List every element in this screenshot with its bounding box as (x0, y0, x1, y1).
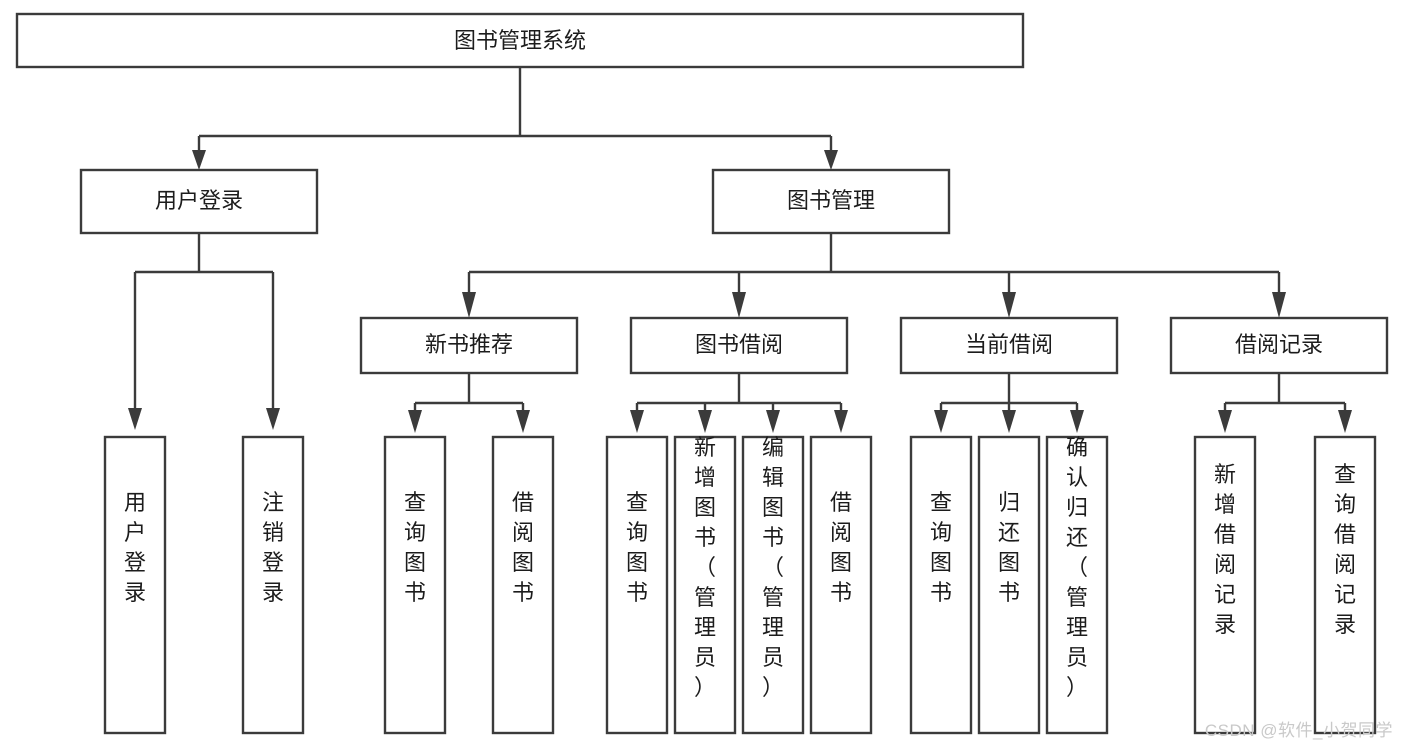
leaf-query-book-borrow-box[interactable] (605, 435, 669, 735)
leaf-confirm-return-label: 确认归还（管理员） (1066, 435, 1088, 700)
arrow-to-leaf-query-record (1338, 410, 1352, 433)
arrow-to-leaf-confirm-return (1070, 410, 1084, 433)
node-user-login[interactable]: 用户登录 (79, 168, 319, 235)
leaf-query-book-new-box[interactable] (383, 435, 447, 735)
leaf-borrow-book-new[interactable]: 借阅图书 (491, 435, 555, 735)
node-current-borrow-label: 当前借阅 (965, 332, 1053, 357)
connector-borrow-record-to-leaves (1223, 373, 1347, 412)
node-borrow-record-box[interactable] (1169, 316, 1389, 375)
connector-group (128, 67, 1352, 433)
arrow-to-leaf-borrow-book-1 (516, 410, 530, 433)
connector-current-borrow-to-leaves (939, 373, 1079, 412)
node-book-management-label: 图书管理 (787, 188, 875, 213)
connector-new-book-to-leaves (413, 373, 525, 412)
leaf-logout-label: 注销登录 (262, 490, 284, 605)
leaf-borrow-book-label: 借阅图书 (830, 490, 852, 605)
node-root-label: 图书管理系统 (454, 28, 586, 53)
leaf-query-book-borrow[interactable]: 查询图书 (605, 435, 669, 735)
arrow-to-leaf-edit-book (766, 410, 780, 433)
leaf-borrow-book-new-label: 借阅图书 (512, 490, 534, 605)
leaf-add-book-box[interactable] (673, 435, 737, 735)
leaf-confirm-return-box[interactable] (1045, 435, 1109, 735)
leaf-query-borrow-record-box[interactable] (1313, 435, 1377, 735)
arrow-to-current-borrow (1002, 292, 1016, 318)
node-book-borrow-box[interactable] (629, 316, 849, 375)
connector-book-mgmt-to-level3 (467, 233, 1281, 292)
arrow-to-leaf-add-record (1218, 410, 1232, 433)
connector-root-to-level2 (197, 67, 833, 158)
node-current-borrow[interactable]: 当前借阅 (899, 316, 1119, 375)
leaf-query-book-new-label: 查询图书 (404, 490, 426, 605)
leaf-query-borrow-record[interactable]: 查询借阅记录 (1313, 435, 1377, 735)
node-current-borrow-box[interactable] (899, 316, 1119, 375)
leaf-edit-book[interactable]: 编辑图书（管理员） (741, 435, 805, 735)
arrow-to-leaf-user-login (128, 408, 142, 430)
leaf-edit-book-label: 编辑图书（管理员） (762, 435, 784, 700)
node-book-management[interactable]: 图书管理 (711, 168, 951, 235)
leaf-user-login-box[interactable] (103, 435, 167, 735)
leaf-user-login-label: 用户登录 (124, 490, 146, 605)
arrow-to-book-mgmt (824, 150, 838, 170)
leaf-add-book[interactable]: 新增图书（管理员） (673, 435, 737, 735)
leaf-add-borrow-record-box[interactable] (1193, 435, 1257, 735)
leaf-borrow-book-box[interactable] (809, 435, 873, 735)
arrow-to-leaf-query-book-2 (630, 410, 644, 433)
arrow-to-leaf-return-book (1002, 410, 1016, 433)
leaf-return-book[interactable]: 归还图书 (977, 435, 1041, 735)
connector-user-login-to-leaves (133, 233, 275, 412)
leaf-return-book-label: 归还图书 (998, 490, 1020, 605)
arrow-to-leaf-borrow-book-2 (834, 410, 848, 433)
leaf-borrow-book-new-box[interactable] (491, 435, 555, 735)
arrow-to-leaf-add-book (698, 410, 712, 433)
leaf-query-book-current-box[interactable] (909, 435, 973, 735)
leaf-query-borrow-record-label: 查询借阅记录 (1334, 462, 1356, 637)
arrow-to-leaf-query-book-1 (408, 410, 422, 433)
leaf-query-book-borrow-label: 查询图书 (626, 490, 648, 605)
node-user-login-box[interactable] (79, 168, 319, 235)
node-root[interactable]: 图书管理系统 (15, 12, 1025, 69)
node-borrow-record-label: 借阅记录 (1235, 332, 1323, 357)
leaf-user-login[interactable]: 用户登录 (103, 435, 167, 735)
watermark-credit: CSDN @软件_小贺同学 (1204, 721, 1393, 740)
arrow-to-new-book (462, 292, 476, 318)
node-new-book-recommend-box[interactable] (359, 316, 579, 375)
connector-book-borrow-to-leaves (635, 373, 843, 412)
node-book-management-box[interactable] (711, 168, 951, 235)
leaf-add-book-label: 新增图书（管理员） (694, 435, 716, 700)
leaf-add-borrow-record-label: 新增借阅记录 (1214, 462, 1236, 637)
node-user-login-label: 用户登录 (155, 188, 243, 213)
arrow-to-book-borrow (732, 292, 746, 318)
arrow-to-borrow-record (1272, 292, 1286, 318)
node-new-book-recommend[interactable]: 新书推荐 (359, 316, 579, 375)
node-book-borrow[interactable]: 图书借阅 (629, 316, 849, 375)
leaf-logout[interactable]: 注销登录 (241, 435, 305, 735)
leaf-query-book-current[interactable]: 查询图书 (909, 435, 973, 735)
leaf-edit-book-box[interactable] (741, 435, 805, 735)
leaf-query-book-new[interactable]: 查询图书 (383, 435, 447, 735)
leaf-return-book-box[interactable] (977, 435, 1041, 735)
leaf-confirm-return[interactable]: 确认归还（管理员） (1045, 435, 1109, 735)
node-borrow-record[interactable]: 借阅记录 (1169, 316, 1389, 375)
node-book-borrow-label: 图书借阅 (695, 332, 783, 357)
leaf-logout-box[interactable] (241, 435, 305, 735)
node-root-box[interactable] (15, 12, 1025, 69)
leaf-query-book-current-label: 查询图书 (930, 490, 952, 605)
arrow-to-leaf-logout (266, 408, 280, 430)
arrow-to-user-login (192, 150, 206, 170)
node-new-book-recommend-label: 新书推荐 (425, 332, 513, 357)
leaf-add-borrow-record[interactable]: 新增借阅记录 (1193, 435, 1257, 735)
leaf-borrow-book[interactable]: 借阅图书 (809, 435, 873, 735)
arrow-to-leaf-query-book-3 (934, 410, 948, 433)
